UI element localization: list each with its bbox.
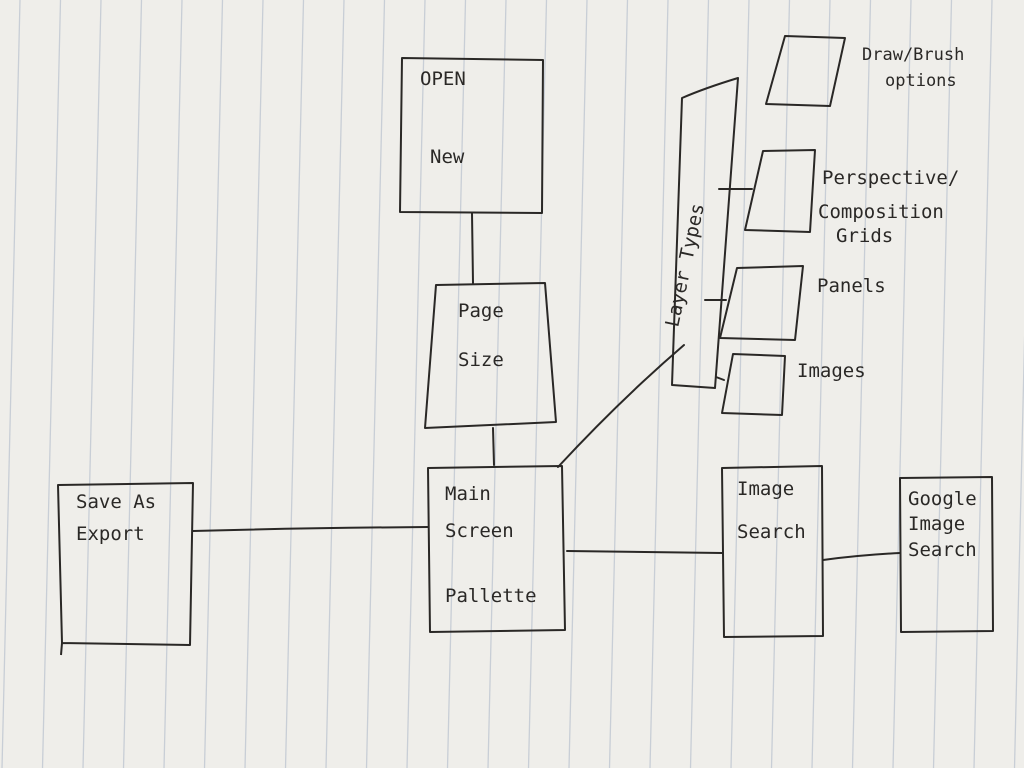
label-save-as: Save As xyxy=(76,491,156,513)
ruled-line xyxy=(892,0,912,768)
label-composition: Composition xyxy=(818,201,944,223)
node-layer-types xyxy=(671,77,739,389)
ruled-line xyxy=(487,0,507,768)
ruled-line xyxy=(973,0,993,768)
label-page: Page xyxy=(458,300,504,322)
ruled-line xyxy=(608,0,629,768)
edge-layers-images xyxy=(715,376,725,381)
ruled-line xyxy=(568,0,588,768)
node-save-export xyxy=(57,482,194,656)
label-main: Main xyxy=(445,483,491,505)
ruled-line xyxy=(527,0,548,768)
ruled-line xyxy=(649,0,669,768)
ruled-line xyxy=(1013,334,1024,768)
label-image: Image xyxy=(737,478,794,500)
ruled-line xyxy=(689,0,710,768)
label-perspective: Perspective/ xyxy=(822,167,959,189)
label-size: Size xyxy=(458,349,504,371)
ruled-line xyxy=(82,0,102,768)
ruled-line xyxy=(1,0,21,768)
ruled-line xyxy=(932,0,953,768)
label-google-image: Image xyxy=(908,513,965,535)
ruled-line xyxy=(851,0,872,768)
node-google-search xyxy=(899,476,994,633)
edge-main-layers xyxy=(557,344,685,468)
edge-page-main xyxy=(492,427,495,466)
label-new: New xyxy=(430,146,465,168)
ruled-line xyxy=(41,0,62,768)
node-perspective xyxy=(744,149,816,233)
label-panels: Panels xyxy=(817,275,886,297)
ruled-line xyxy=(122,0,143,768)
edge-save-main xyxy=(192,526,429,532)
ruled-line xyxy=(730,0,750,768)
ruled-line xyxy=(446,0,467,768)
edge-open-page xyxy=(471,212,474,284)
edge-imagesearch-google xyxy=(822,552,901,561)
label-google-search: Search xyxy=(908,539,977,561)
label-images: Images xyxy=(797,360,866,382)
edge-main-imagesearch xyxy=(566,550,723,554)
ruled-line xyxy=(244,0,264,768)
label-search: Search xyxy=(737,521,806,543)
connectors xyxy=(192,188,901,561)
label-draw-brush: Draw/Brush xyxy=(862,45,964,65)
label-export: Export xyxy=(76,523,145,545)
node-main-screen xyxy=(427,465,566,633)
node-page-size xyxy=(424,282,557,429)
ruled-line xyxy=(770,0,791,768)
ruled-line xyxy=(203,0,224,768)
ruled-line xyxy=(325,0,345,768)
label-pallette: Pallette xyxy=(445,585,537,607)
ruled-line xyxy=(406,0,426,768)
ruled-line xyxy=(365,0,386,768)
ruled-line xyxy=(163,0,183,768)
label-grids: Grids xyxy=(836,225,893,247)
node-panels xyxy=(719,265,804,341)
ruled-line xyxy=(811,0,831,768)
node-draw-brush xyxy=(765,35,846,107)
ruled-line xyxy=(284,0,305,768)
node-open-new xyxy=(399,57,544,214)
label-google: Google xyxy=(908,488,977,510)
node-images xyxy=(721,353,786,416)
label-open: OPEN xyxy=(420,68,466,90)
node-image-search xyxy=(721,465,824,638)
label-screen: Screen xyxy=(445,520,514,542)
label-options: options xyxy=(885,71,957,91)
